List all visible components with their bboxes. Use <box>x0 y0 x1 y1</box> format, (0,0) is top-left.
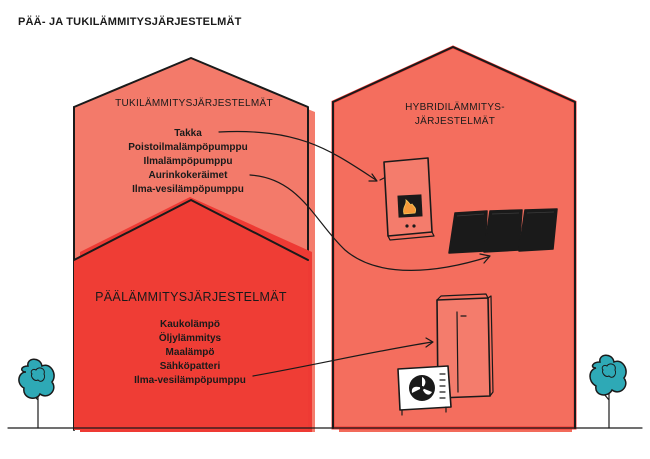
arrowhead-solar <box>479 253 491 264</box>
arrowhead-fireplace <box>368 173 378 182</box>
main-item-ilmavesi: Ilma-vesilämpöpumppu <box>134 375 246 386</box>
support-item-ilmavesi: Ilma-vesilämpöpumppu <box>132 184 244 195</box>
solar-panels-icon <box>448 208 558 254</box>
tree-icon <box>589 354 627 429</box>
main-house <box>73 197 312 432</box>
arrow-aurinko-to-solar <box>249 174 489 271</box>
support-heading: TUKILÄMMITYSJÄRJESTELMÄT <box>115 97 273 109</box>
hybrid-house-outline <box>332 46 576 429</box>
main-item-oljy: Öljylämmitys <box>159 331 222 344</box>
hybrid-heading-line2: JÄRJESTELMÄT <box>415 115 495 127</box>
tree-icon <box>18 358 55 429</box>
main-item-maalampo: Maalämpö <box>166 347 215 358</box>
page-title: PÄÄ- JA TUKILÄMMITYSJÄRJESTELMÄT <box>18 15 242 28</box>
main-house-roof-outline <box>73 199 309 261</box>
support-item-aurinko: Aurinkokeräimet <box>149 170 229 181</box>
support-item-poistoilma: Poistoilmalämpöpumppu <box>128 142 247 153</box>
heat-pump-outdoor-unit-icon <box>397 365 452 416</box>
arrow-ilmavesi-to-heatpump <box>252 341 433 377</box>
support-item-ilmalampo: Ilmalämpöpumppu <box>144 156 233 167</box>
arrow-takka-to-fireplace <box>218 130 377 181</box>
hybrid-heading-line1: HYBRIDILÄMMITYS- <box>405 101 505 113</box>
support-item-takka: Takka <box>174 128 202 139</box>
main-item-sahko: Sähköpatteri <box>160 361 221 372</box>
arrowhead-heatpump <box>425 337 434 348</box>
main-item-kaukolampo: Kaukolämpö <box>160 319 220 330</box>
main-house-shape <box>74 200 308 430</box>
connector-arrows <box>218 130 491 377</box>
heat-pump-indoor-unit-icon <box>436 293 494 399</box>
fireplace-icon <box>379 157 435 241</box>
main-heading: PÄÄLÄMMITYSJÄRJESTELMÄT <box>95 290 287 304</box>
